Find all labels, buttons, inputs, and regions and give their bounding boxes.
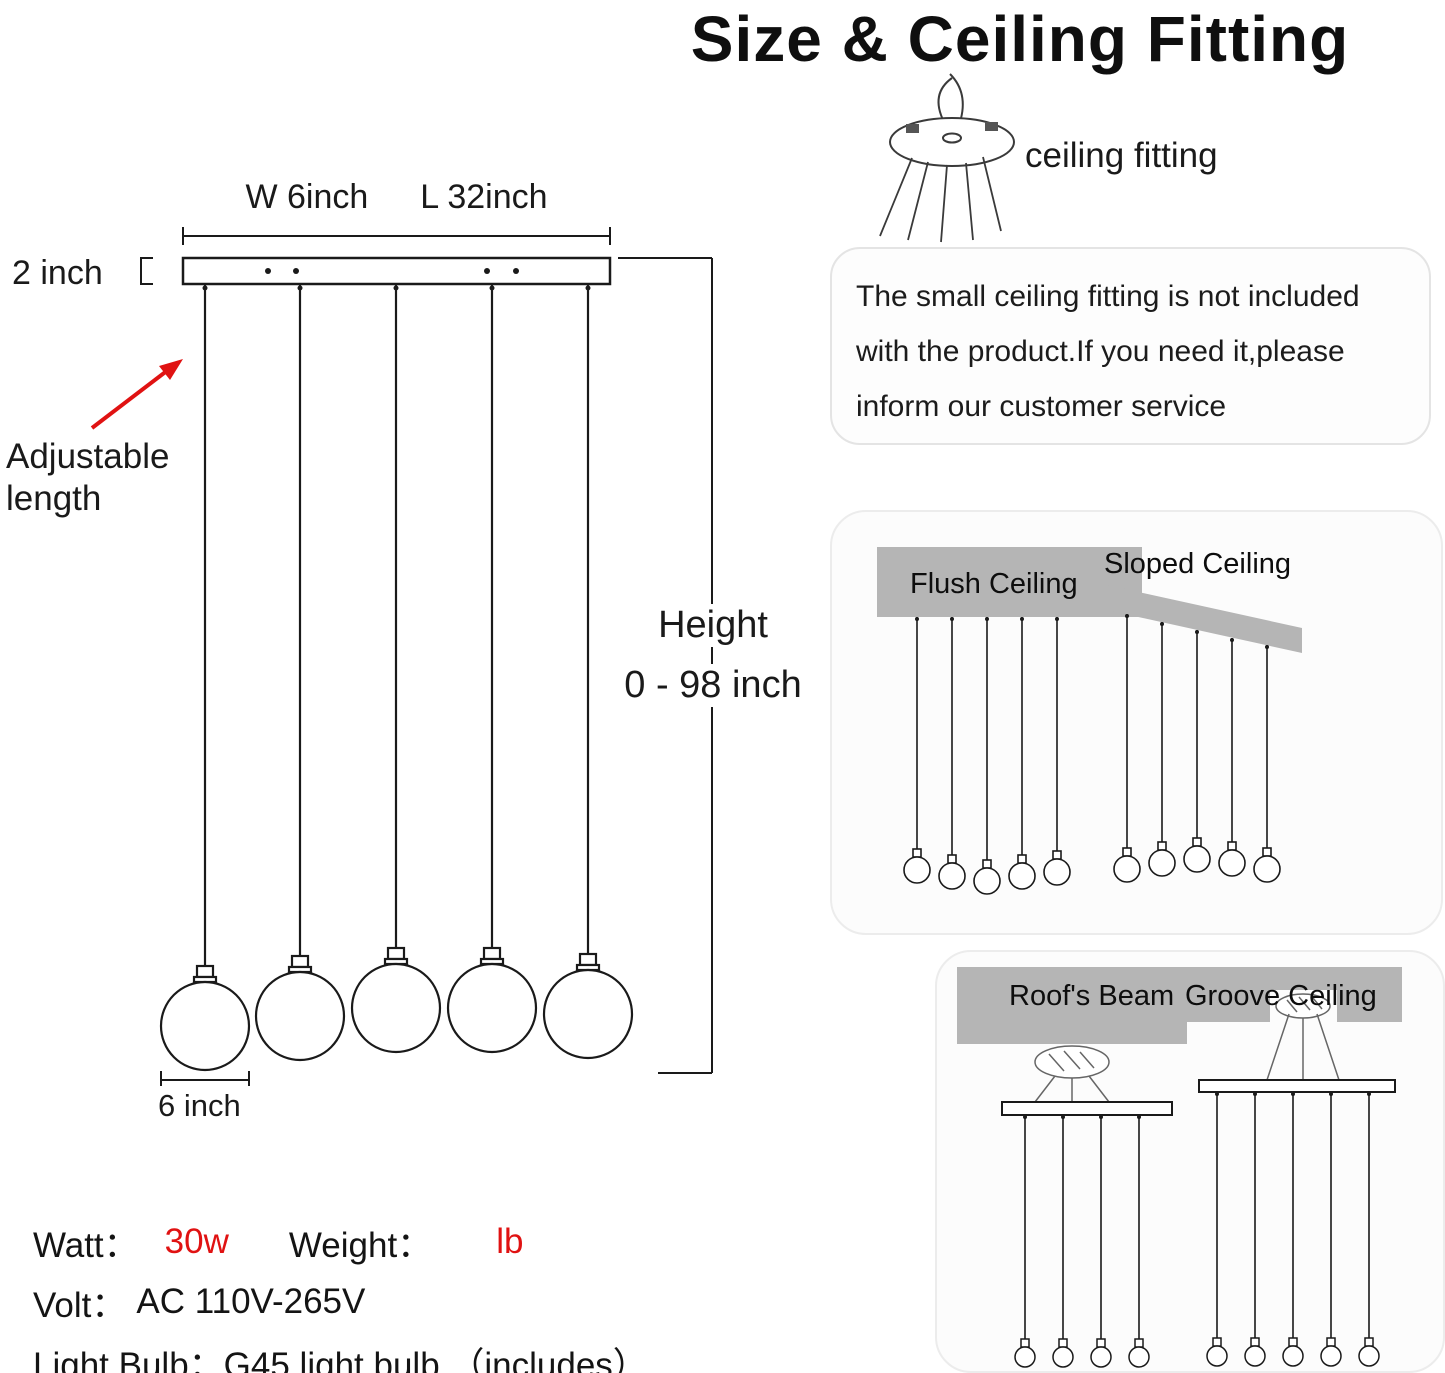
- flush-ceiling-label: Flush Ceiling: [910, 568, 1078, 600]
- groove-canopy: [1266, 993, 1340, 1081]
- ceiling-fitting-illustration: [879, 73, 1015, 243]
- beam-groove-illustration: [957, 967, 1402, 1368]
- beam-groove-panel: Roof's Beam Groove Ceiling: [935, 950, 1445, 1373]
- two-inch-bracket: [140, 257, 153, 285]
- groove-ceiling-label: Groove Ceiling: [1185, 980, 1377, 1012]
- top-dimension-label: W 6inch L 32inch: [183, 178, 610, 217]
- beam-cords: [1023, 1115, 1141, 1339]
- top-dimension-line: [182, 227, 611, 245]
- groove-cords: [1215, 1092, 1371, 1338]
- glass-globes: [159, 946, 634, 1072]
- bulb-label: Light Bulb：: [33, 1345, 224, 1373]
- canopy-thickness-label: 2 inch: [12, 254, 103, 292]
- beam-canopy-bar: [1001, 1101, 1173, 1116]
- width-label: W 6inch: [245, 178, 369, 216]
- groove-mini-globes: [1206, 1337, 1380, 1367]
- sloped-ceiling-slab: [1102, 584, 1302, 653]
- flush-pendant-cords: [915, 617, 1059, 860]
- watt-value: 30w: [164, 1222, 229, 1261]
- beam-groove-slab: [957, 967, 1402, 1044]
- note-line-3: inform our customer service: [856, 390, 1227, 423]
- roofs-beam-label: Roof's Beam: [1009, 980, 1175, 1012]
- sloped-pendant-cords: [1125, 614, 1269, 848]
- sloped-ceiling-label: Sloped Ceiling: [1104, 548, 1292, 580]
- volt-value: AC 110V-265V: [136, 1282, 366, 1321]
- note-line-2: with the product.If you need it,please: [856, 335, 1345, 368]
- flush-sloped-illustration: [877, 547, 1302, 895]
- length-label: L 32inch: [420, 178, 548, 216]
- adjustable-length-label: Adjustable length: [6, 437, 170, 518]
- ceiling-fitting-note-box: The small ceiling fitting is not include…: [830, 247, 1431, 445]
- watt-label: Watt：: [33, 1225, 139, 1265]
- groove-canopy-bar: [1198, 1079, 1396, 1093]
- globe-dimension-bracket: [160, 1071, 250, 1086]
- height-label: Height: [620, 604, 806, 647]
- page-title: Size & Ceiling Fitting: [690, 3, 1350, 75]
- spec-row-bulb: Light Bulb： G45 light bulb （includes）: [33, 1332, 648, 1373]
- weight-value: lb: [496, 1222, 524, 1261]
- bulb-value: G45 light bulb （includes）: [223, 1345, 648, 1373]
- spec-row-watt-weight: Watt： 30w Weight： lb: [33, 1212, 648, 1272]
- volt-label: Volt：: [33, 1285, 127, 1325]
- product-specs: Watt： 30w Weight： lb Volt： AC 110V-265V …: [33, 1212, 648, 1373]
- note-line-1: The small ceiling fitting is not include…: [856, 280, 1360, 313]
- globe-diameter-label: 6 inch: [158, 1088, 241, 1123]
- pendant-cords: [202, 284, 591, 966]
- pendant-lamp-drawing: [90, 73, 1015, 1086]
- adjustable-length-arrow: [90, 359, 183, 430]
- ceiling-fitting-label: ceiling fitting: [1025, 136, 1218, 175]
- canopy-bar: [181, 256, 612, 286]
- flush-ceiling-slab: [877, 547, 1142, 617]
- beam-mini-globes: [1014, 1338, 1150, 1368]
- weight-label: Weight：: [288, 1225, 433, 1265]
- beam-canopy: [1034, 1045, 1110, 1103]
- mini-globes: [903, 837, 1281, 895]
- flush-sloped-panel: Flush Ceiling Sloped Ceiling: [830, 510, 1443, 935]
- height-range-label: 0 - 98 inch: [601, 664, 825, 707]
- spec-row-volt: Volt： AC 110V-265V: [33, 1272, 648, 1332]
